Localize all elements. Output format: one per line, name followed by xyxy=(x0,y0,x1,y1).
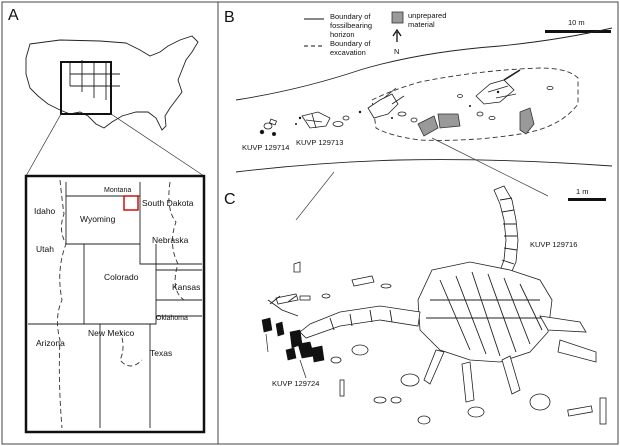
state-label-colorado: Colorado xyxy=(104,272,139,282)
state-label-arizona: Arizona xyxy=(36,338,65,348)
excavation-boundary xyxy=(371,67,579,141)
specimen-label-kuvp-129713: KUVP 129713 xyxy=(296,138,343,147)
zoom-line-right xyxy=(110,113,205,177)
state-label-nebraska: Nebraska xyxy=(152,235,189,245)
state-label-south-dakota: South Dakota xyxy=(142,198,194,208)
map-legend: Boundary of fossilbearing horizon Bounda… xyxy=(304,11,448,57)
state-label-kansas: Kansas xyxy=(172,282,200,292)
state-label-utah: Utah xyxy=(36,244,54,254)
detail-scale-bar xyxy=(568,198,606,201)
specimen-label-kuvp-129714: KUVP 129714 xyxy=(242,143,289,152)
specimen-leader-kuvp-129724-b xyxy=(265,333,269,353)
state-label-new-mexico: New Mexico xyxy=(88,328,135,338)
zoom-line-left xyxy=(25,113,62,177)
site-location-box xyxy=(123,195,139,211)
inset-map-frame xyxy=(24,174,206,434)
north-arrow-icon xyxy=(392,28,402,42)
horizon-boundary-bottom xyxy=(235,159,613,173)
state-label-wyoming: Wyoming xyxy=(80,214,116,224)
state-label-montana: Montana xyxy=(104,187,131,194)
detail-scale-label: 1 m xyxy=(576,187,589,196)
zoom-line-b-left xyxy=(295,171,335,221)
inset-dashed-borders xyxy=(57,179,185,429)
legend-gray-box xyxy=(391,11,404,24)
north-label: N xyxy=(394,47,399,56)
skeleton-kuvp-129724 xyxy=(261,295,325,363)
site-scale-label: 10 m xyxy=(568,18,585,27)
zoom-line-b-right xyxy=(431,137,549,197)
inset-state-borders xyxy=(28,182,202,428)
region-selection-box xyxy=(60,61,112,115)
site-scale-bar xyxy=(545,30,611,33)
skeleton-kuvp-129716 xyxy=(275,185,607,425)
specimen-leader-kuvp-129724 xyxy=(299,359,307,379)
legend-solid-label: Boundary of fossilbearing horizon xyxy=(330,12,374,39)
state-label-idaho: Idaho xyxy=(34,206,56,216)
panel-b-letter: B xyxy=(224,9,235,26)
inset-map: Idaho Montana Wyoming South Dakota Nebra… xyxy=(24,174,206,434)
usa-state-lines xyxy=(69,60,120,100)
state-label-oklahoma: Oklahoma xyxy=(156,315,188,322)
specimen-label-kuvp-129716: KUVP 129716 xyxy=(530,240,577,249)
horizon-boundary-top xyxy=(235,27,613,101)
panel-c-letter: C xyxy=(224,191,236,208)
legend-dashed-label: Boundary of excavation xyxy=(330,39,373,57)
unprepared-blocks xyxy=(417,107,535,137)
state-label-texas: Texas xyxy=(150,348,172,358)
specimen-label-kuvp-129724: KUVP 129724 xyxy=(272,379,319,388)
panel-a-letter: A xyxy=(8,7,19,24)
site-bone-scatter xyxy=(259,69,554,136)
legend-gray-label: unprepared material xyxy=(408,11,448,29)
